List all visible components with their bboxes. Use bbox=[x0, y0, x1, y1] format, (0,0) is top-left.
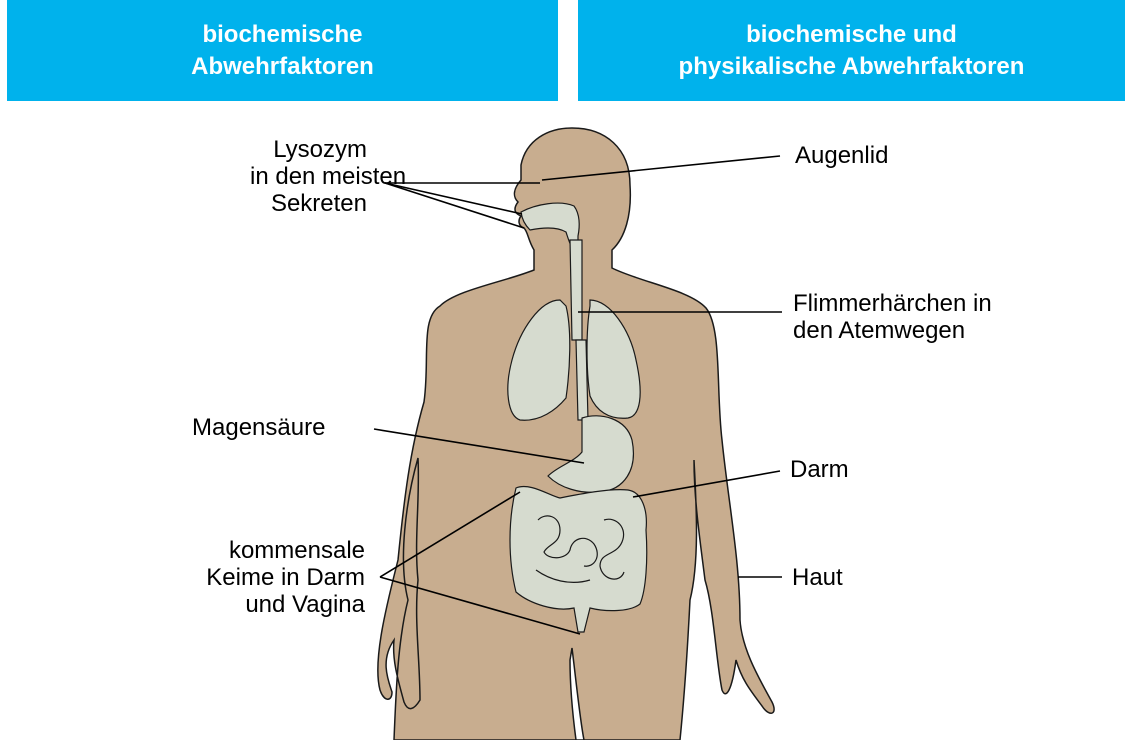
label-flimmer-line1: Flimmerhärchen in bbox=[793, 290, 992, 317]
label-magensaeure: Magensäure bbox=[192, 414, 325, 441]
label-augenlid: Augenlid bbox=[795, 142, 888, 169]
label-lysozym: Lysozym in den meisten Sekreten bbox=[250, 136, 367, 217]
label-keime-line2: Keime in Darm bbox=[165, 564, 365, 591]
esophagus bbox=[576, 340, 588, 420]
label-kommensale-keime: kommensale Keime in Darm und Vagina bbox=[165, 537, 365, 618]
label-keime-line1: kommensale bbox=[165, 537, 365, 564]
label-haut: Haut bbox=[792, 564, 843, 591]
trachea bbox=[570, 240, 582, 340]
label-flimmerhaerchen: Flimmerhärchen in den Atemwegen bbox=[793, 290, 992, 344]
label-darm: Darm bbox=[790, 456, 849, 483]
label-keime-line3: und Vagina bbox=[165, 591, 365, 618]
label-lysozym-line1: Lysozym bbox=[250, 136, 367, 163]
label-lysozym-line2: in den meisten bbox=[250, 163, 367, 190]
label-flimmer-line2: den Atemwegen bbox=[793, 317, 992, 344]
label-lysozym-line3: Sekreten bbox=[250, 190, 367, 217]
